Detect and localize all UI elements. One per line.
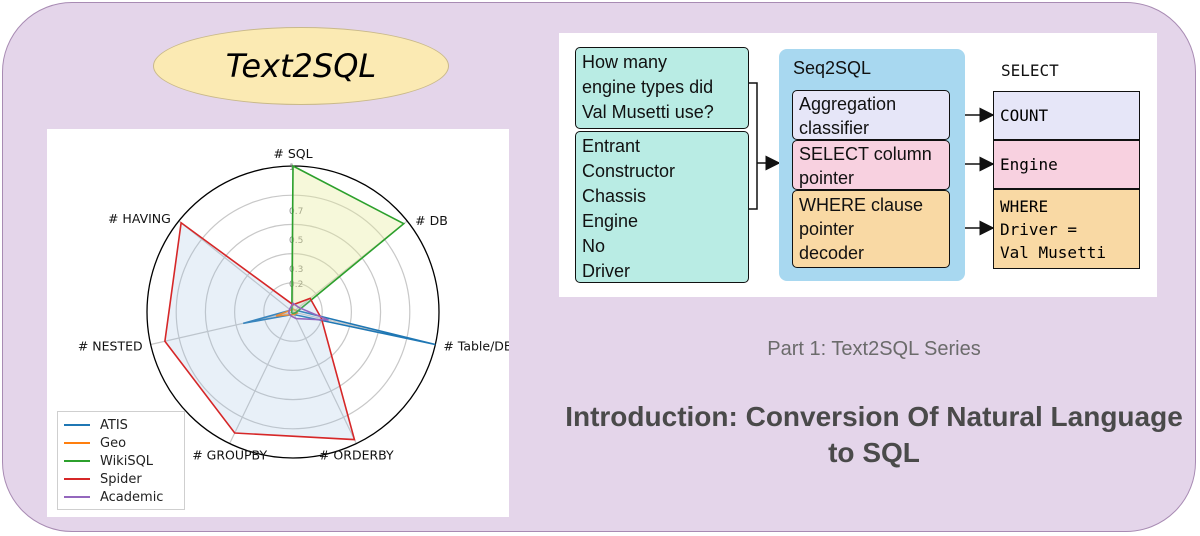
select-keyword: SELECT bbox=[1001, 61, 1059, 80]
legend-label: WikiSQL bbox=[100, 453, 154, 469]
series-label: Part 1: Text2SQL Series bbox=[767, 338, 981, 360]
radar-spoke bbox=[178, 220, 294, 313]
radar-axis-label: # NESTED bbox=[78, 338, 143, 353]
seq2sql-label: Seq2SQL bbox=[793, 58, 872, 78]
radar-series-geo bbox=[275, 308, 299, 317]
headline: Introduction: Conversion Of Natural Lang… bbox=[565, 401, 1183, 468]
seq2sql-diagram: How many engine types did Val Musetti us… bbox=[559, 33, 1157, 297]
input-bracket bbox=[749, 82, 758, 210]
legend-label: ATIS bbox=[100, 417, 128, 433]
columns-text: Entrant Constructor Chassis Engine No Dr… bbox=[582, 136, 676, 281]
legend-swatch bbox=[64, 442, 90, 444]
radar-axis-label: # Table/DB bbox=[443, 338, 509, 353]
legend-item-spider: Spider bbox=[64, 470, 178, 488]
where-clause-decoder-box: WHERE clause pointer decoder bbox=[792, 190, 950, 268]
legend-item-wikisql: WikiSQL bbox=[64, 452, 178, 470]
where-clause-decoder-text: WHERE clause pointer decoder bbox=[799, 195, 924, 263]
radar-ring-tick-label: 0.2 bbox=[289, 280, 303, 290]
radar-series-wikisql bbox=[290, 164, 406, 315]
output-where-text: WHERE Driver = Val Musetti bbox=[1000, 197, 1106, 262]
radar-axis-label: # GROUPBY bbox=[192, 448, 267, 463]
radar-series-academic bbox=[287, 302, 329, 321]
legend-label: Academic bbox=[100, 489, 164, 505]
output-count: COUNT bbox=[993, 91, 1140, 140]
radar-chart-panel: 1 0.7 0.5 0.3 0.2 # SQL # DB # Table/DB # ORDERB… bbox=[47, 129, 509, 517]
columns-box: Entrant Constructor Chassis Engine No Dr… bbox=[575, 131, 749, 283]
output-count-text: COUNT bbox=[1000, 106, 1049, 125]
question-box: How many engine types did Val Musetti us… bbox=[575, 47, 749, 129]
legend-item-academic: Academic bbox=[64, 488, 178, 506]
radar-axis-label: # HAVING bbox=[108, 211, 171, 226]
radar-ring-tick-label: 1 bbox=[289, 163, 295, 173]
legend-label: Spider bbox=[100, 471, 142, 487]
radar-chart: 1 0.7 0.5 0.3 0.2 # SQL # DB # Table/DB # ORDERB… bbox=[78, 146, 509, 463]
radar-spoke bbox=[150, 311, 294, 346]
radar-axis-label: # ORDERBY bbox=[319, 448, 394, 463]
output-where: WHERE Driver = Val Musetti bbox=[993, 189, 1140, 269]
radar-series-spider bbox=[164, 221, 356, 441]
radar-spoke bbox=[292, 311, 357, 444]
legend-swatch bbox=[64, 460, 90, 462]
select-column-pointer-box: SELECT column pointer bbox=[792, 140, 950, 190]
select-column-pointer-text: SELECT column pointer bbox=[799, 144, 932, 188]
question-text: How many engine types did Val Musetti us… bbox=[582, 52, 714, 122]
output-engine-text: Engine bbox=[1000, 155, 1058, 174]
radar-axis-label: # DB bbox=[415, 213, 448, 228]
radar-ring-tick-label: 0.3 bbox=[289, 265, 303, 275]
aggregation-classifier-box: Aggregation classifier bbox=[792, 90, 950, 140]
title-badge: Text2SQL bbox=[153, 27, 449, 105]
legend-swatch bbox=[64, 478, 90, 480]
output-engine: Engine bbox=[993, 140, 1140, 189]
legend-item-geo: Geo bbox=[64, 434, 178, 452]
radar-ring-tick-label: 0.7 bbox=[289, 207, 303, 217]
legend-item-atis: ATIS bbox=[64, 416, 178, 434]
radar-spoke bbox=[229, 311, 294, 444]
radar-ring-tick-label: 0.5 bbox=[289, 236, 303, 246]
legend-label: Geo bbox=[100, 435, 127, 451]
radar-axis-label: # SQL bbox=[273, 146, 312, 161]
legend-swatch bbox=[64, 424, 90, 426]
legend-swatch bbox=[64, 496, 90, 498]
aggregation-classifier-text: Aggregation classifier bbox=[799, 94, 897, 138]
